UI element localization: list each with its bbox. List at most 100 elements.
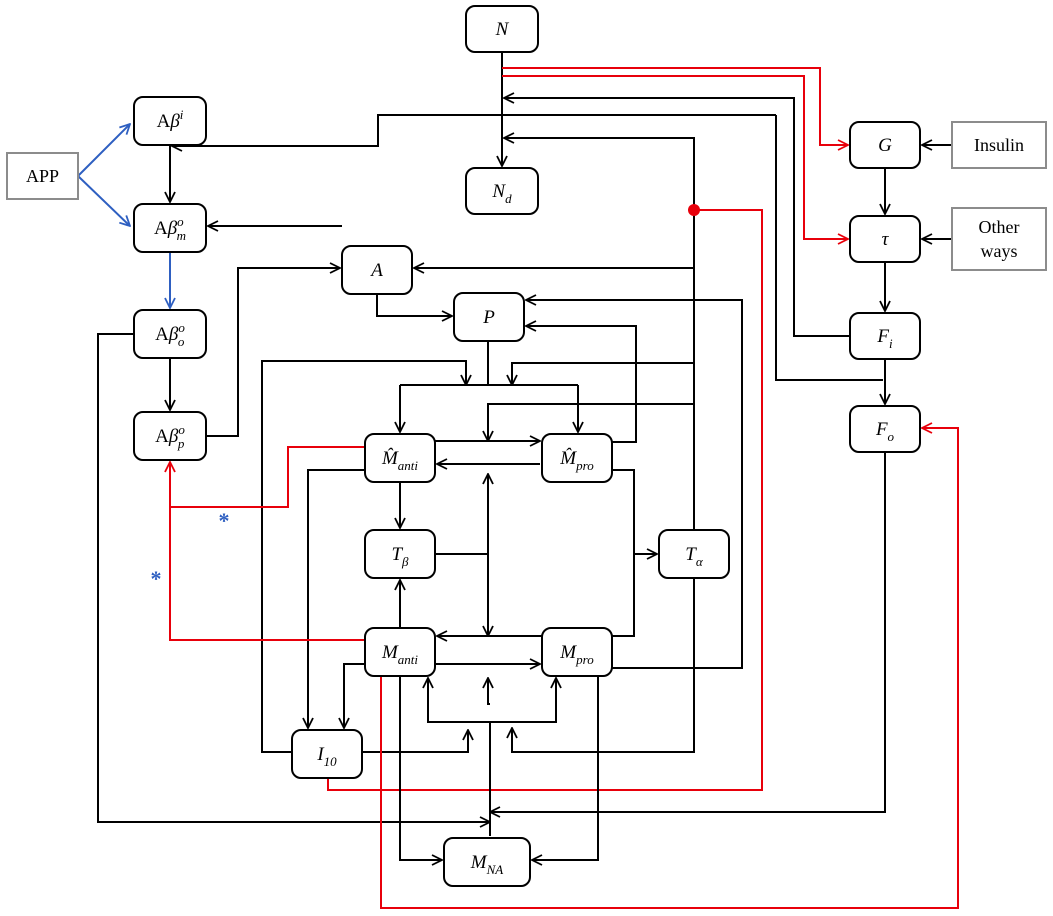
node-m-anti: Manti xyxy=(364,627,436,677)
edge-7 xyxy=(502,75,848,239)
node-m-na: MNA xyxy=(443,837,531,887)
edge-20 xyxy=(512,578,695,753)
node-label: I10 xyxy=(316,744,337,769)
label-subscript: anti xyxy=(398,652,419,667)
node-label: P xyxy=(482,307,495,328)
edge-31 xyxy=(261,360,466,753)
label-base: N xyxy=(491,181,506,202)
node-a: A xyxy=(341,245,413,295)
edge-51 xyxy=(97,333,490,822)
edge-6 xyxy=(502,67,848,145)
node-box xyxy=(849,312,921,360)
label-base: M xyxy=(470,852,488,873)
label-base: P xyxy=(482,307,495,328)
insulin-input-box: Insulin xyxy=(951,121,1047,169)
edge-21 xyxy=(327,209,763,791)
label-base: β xyxy=(167,218,178,239)
edge-16 xyxy=(504,138,695,530)
node-p: P xyxy=(453,292,525,342)
node-talpha: Tα xyxy=(658,529,730,579)
node-label: MNA xyxy=(470,852,503,877)
label-superscript: o xyxy=(177,214,184,229)
node-label: A xyxy=(369,260,383,281)
label-base: F xyxy=(876,326,889,347)
node-g: G xyxy=(849,121,921,169)
label-subscript: 10 xyxy=(324,754,338,769)
label-base: M xyxy=(381,642,399,663)
insulin-input-box-label: Insulin xyxy=(974,135,1024,155)
label-base: I xyxy=(316,744,325,765)
label-base: β xyxy=(168,426,179,447)
node-box xyxy=(133,309,207,359)
node-fi: Fi xyxy=(849,312,921,360)
node-box xyxy=(465,167,539,215)
node-label: M̂pro xyxy=(559,448,594,473)
node-box xyxy=(133,203,207,253)
edge-0 xyxy=(77,124,130,177)
edge-29 xyxy=(526,326,637,443)
label-subscript: p xyxy=(177,436,185,451)
node-box xyxy=(849,121,921,169)
app-input-box-label: APP xyxy=(26,166,59,186)
edge-53 xyxy=(532,676,599,860)
node-n: N xyxy=(465,5,539,53)
node-label: τ xyxy=(882,229,890,250)
node-label: M̂anti xyxy=(381,448,418,473)
node-label: N xyxy=(495,19,510,40)
node-box xyxy=(341,245,413,295)
label-prefix: A xyxy=(154,218,168,239)
label-subscript: anti xyxy=(398,458,419,473)
label-base: M̂ xyxy=(559,448,577,469)
other-ways-input-box-label: ways xyxy=(981,241,1018,261)
node-m-pro: Mpro xyxy=(541,627,613,677)
edge-layer xyxy=(77,52,959,909)
node-abi: Aβi xyxy=(133,96,207,146)
node-box xyxy=(291,729,363,779)
node-box xyxy=(465,5,539,53)
edge-44 xyxy=(362,730,468,753)
node-box xyxy=(541,627,613,677)
edge-35 xyxy=(308,469,365,728)
node-label: Tβ xyxy=(391,544,409,569)
edge-24 xyxy=(376,294,452,316)
label-subscript: α xyxy=(696,554,704,569)
node-nd: Nd xyxy=(465,167,539,215)
label-superscript: o xyxy=(178,422,185,437)
label-base: N xyxy=(495,19,510,40)
edge-30 xyxy=(526,300,743,669)
node-box xyxy=(658,529,730,579)
node-label: Fo xyxy=(875,419,895,444)
node-box xyxy=(443,837,531,887)
node-label: Tα xyxy=(685,544,704,569)
label-subscript: d xyxy=(505,191,512,206)
label-subscript: i xyxy=(889,336,893,351)
node-tbeta: Tβ xyxy=(364,529,436,579)
node-fo: Fo xyxy=(849,405,921,453)
junction-dot xyxy=(688,204,700,216)
label-base: M xyxy=(559,642,577,663)
edge-54 xyxy=(170,446,365,508)
label-superscript: o xyxy=(178,320,185,335)
label-base: T xyxy=(391,544,403,565)
label-base: τ xyxy=(882,229,890,250)
edge-47 xyxy=(490,678,556,723)
node-box xyxy=(364,433,436,483)
edge-18 xyxy=(512,362,694,385)
edge-19 xyxy=(488,403,694,441)
node-i10: I10 xyxy=(291,729,363,779)
node-box xyxy=(133,411,207,461)
label-superscript: i xyxy=(180,107,184,122)
insulin-input-box-rect xyxy=(951,121,1047,169)
label-base: F xyxy=(875,419,888,440)
edge-13 xyxy=(504,98,850,337)
label-subscript: m xyxy=(177,228,186,243)
edge-52 xyxy=(399,676,442,860)
